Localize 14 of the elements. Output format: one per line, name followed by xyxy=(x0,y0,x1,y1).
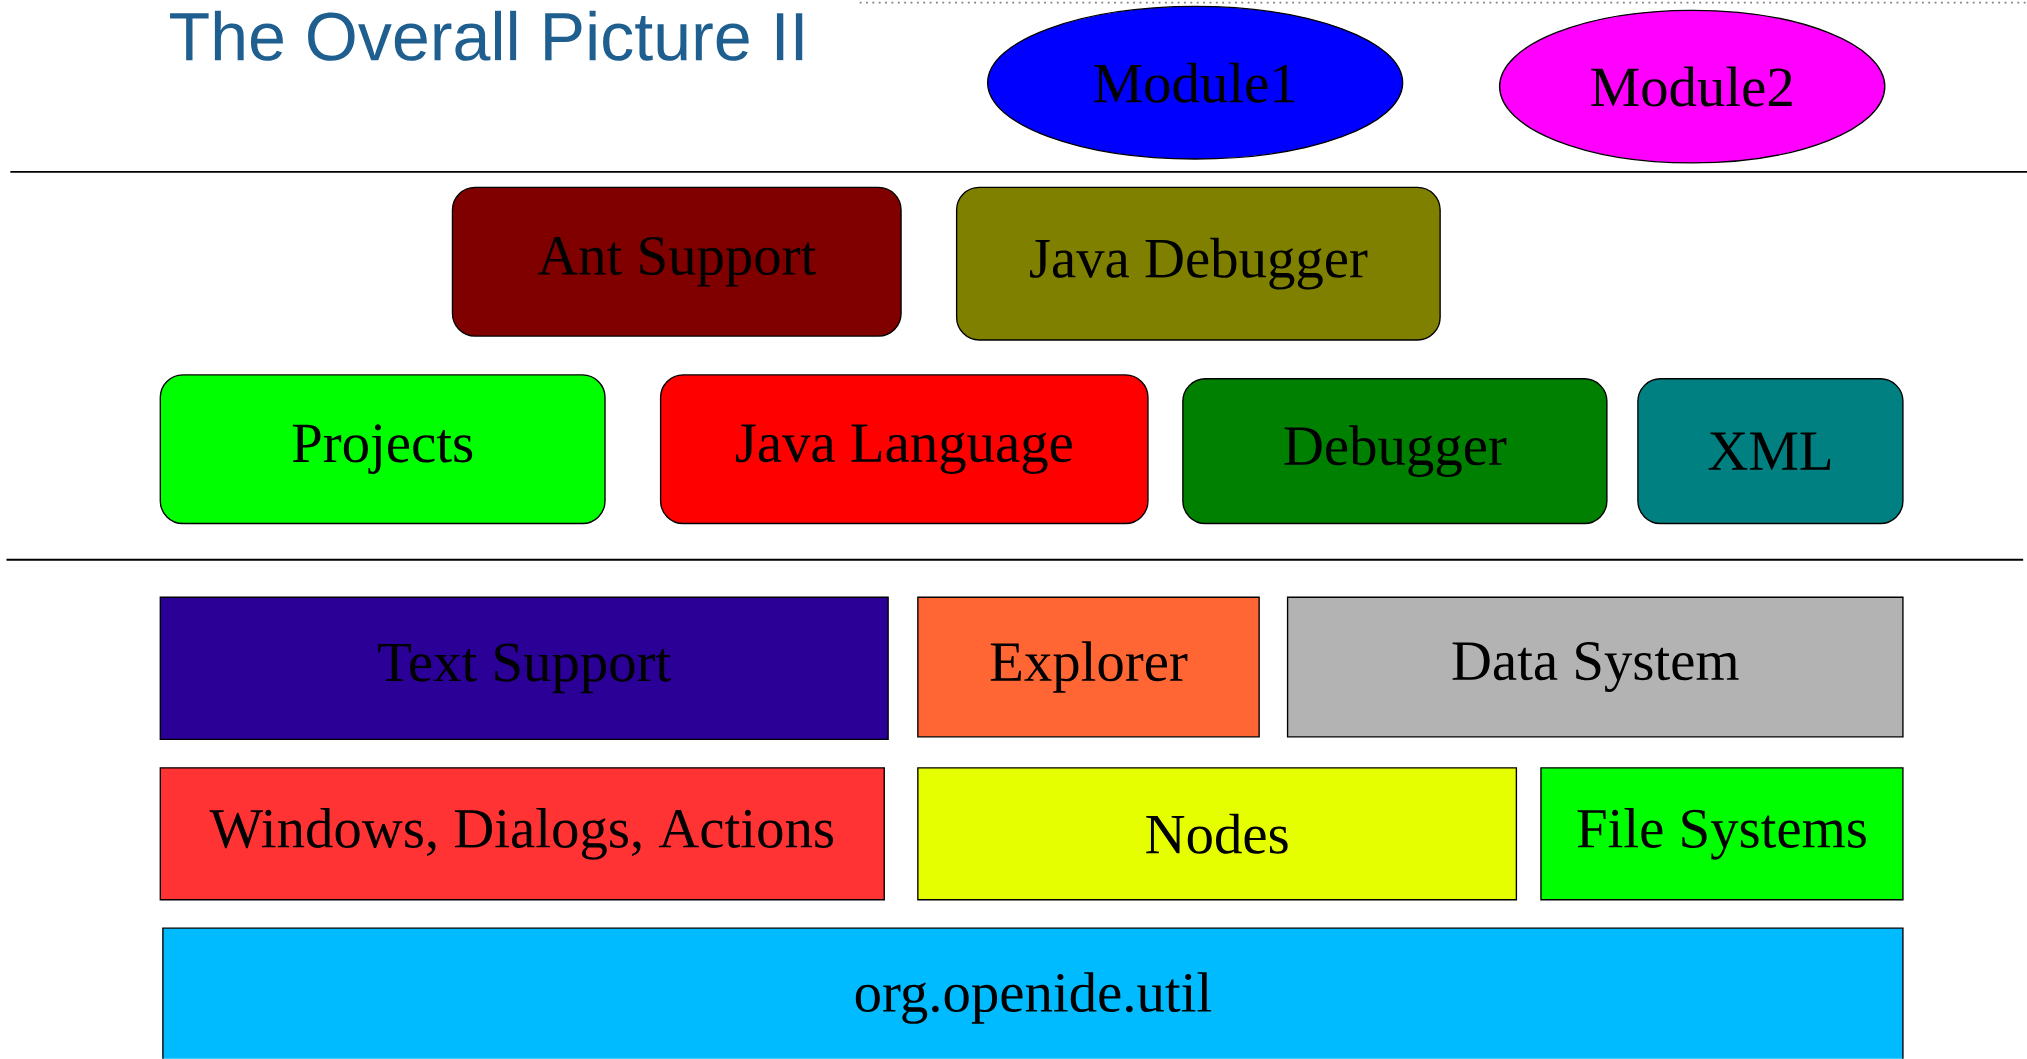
module-box: org.openide.util xyxy=(162,927,1904,1059)
module-box: XML xyxy=(1637,378,1904,525)
module-box: Ant Support xyxy=(451,186,902,337)
module-box: Projects xyxy=(159,374,606,525)
module-box: Nodes xyxy=(917,767,1518,901)
module-box: Windows, Dialogs, Actions xyxy=(159,767,885,901)
slide-title: The Overall Picture II xyxy=(170,10,803,61)
module-box: Java Debugger xyxy=(955,186,1441,341)
module-box: Debugger xyxy=(1182,378,1608,525)
module-box: File Systems xyxy=(1540,767,1904,901)
module-box: Java Language xyxy=(659,374,1149,525)
module-box: Data System xyxy=(1286,596,1904,738)
module-box: Text Support xyxy=(159,596,889,741)
module-box: Explorer xyxy=(917,596,1260,738)
